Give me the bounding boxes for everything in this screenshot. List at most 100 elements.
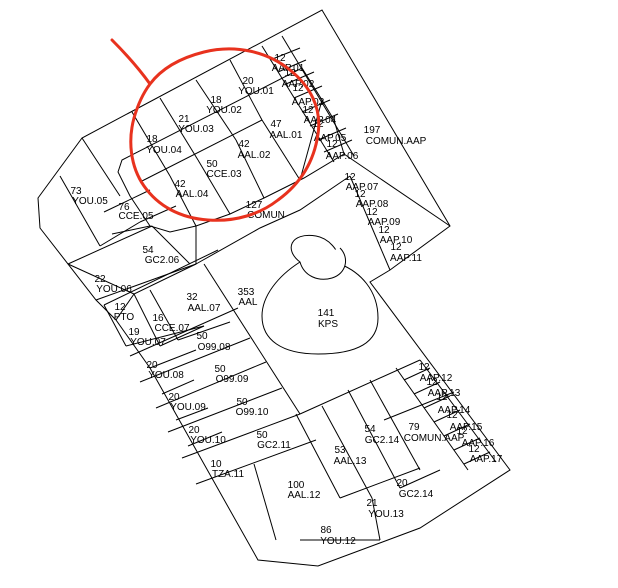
room-code-you-04: YOU.04 — [146, 145, 182, 156]
south-block-walls — [253, 359, 455, 541]
room-area-you-12: 86 — [320, 525, 332, 536]
west-wing-walls — [59, 137, 191, 295]
room-code-aal-12: AAL.12 — [288, 490, 321, 501]
red-annotation-circle — [110, 38, 321, 222]
room-area-aap-17: 12 — [468, 444, 480, 455]
room-code-aap-02: AAP.02 — [282, 79, 315, 90]
room-code-aap-09: AAP.09 — [368, 217, 401, 228]
room-area-gc2-06: 54 — [142, 245, 154, 256]
room-area-cce-03: 50 — [206, 159, 218, 170]
room-area-aap-08: 12 — [354, 189, 366, 200]
room-code-aap-12: AAP.12 — [420, 373, 453, 384]
room-area-aal-01: 47 — [270, 119, 282, 130]
room-code-aal-04: AAL.04 — [176, 189, 209, 200]
room-area-aap-16: 12 — [456, 426, 468, 437]
room-code-gc2-14: GC2.14 — [365, 435, 400, 446]
room-code-aal: AAL — [239, 297, 258, 308]
north-west-offices-walls — [131, 59, 323, 227]
room-code-aap-15: AAP.15 — [450, 422, 483, 433]
room-area-o99-10: 50 — [236, 397, 248, 408]
room-area-aap-02: 12 — [284, 68, 296, 79]
room-area-o99-09: 50 — [214, 364, 226, 375]
room-code-aap-03: AAP.03 — [292, 97, 325, 108]
room-code-o99-10: O99.10 — [236, 407, 269, 418]
room-area-you-07: 19 — [128, 327, 140, 338]
room-area-aap-06: 12 — [326, 139, 338, 150]
room-area-gc2-14-b: 20 — [396, 478, 408, 489]
courtyard-shape — [261, 234, 379, 355]
room-code-aal-01: AAL.01 — [270, 130, 303, 141]
room-code-comun-aap: COMUN.AAP — [366, 136, 427, 147]
room-code-aal-07: AAL.07 — [188, 303, 221, 314]
room-area-pto: 12 — [114, 302, 126, 313]
room-area-cce-05: 76 — [118, 202, 130, 213]
corridor-walls — [95, 67, 391, 321]
room-code-aap-14: AAP.14 — [438, 405, 471, 416]
courtyard-neck — [299, 247, 347, 280]
room-area-aal-02: 42 — [238, 139, 250, 150]
room-code-aal-13: AAL.13 — [334, 456, 367, 467]
room-area-kps: 141 — [318, 308, 335, 319]
room-code-pto: PTO — [114, 312, 135, 323]
room-area-aap-15: 12 — [446, 410, 458, 421]
room-area-gc2-11: 50 — [256, 430, 268, 441]
room-area-you-09: 20 — [168, 392, 180, 403]
room-code-cce-03: CCE.03 — [206, 169, 241, 180]
room-area-aap-07: 12 — [344, 172, 356, 183]
room-area-comun: 127 — [246, 200, 263, 211]
room-code-aap-13: AAP.13 — [428, 388, 461, 399]
room-code-gc2-06: GC2.06 — [145, 255, 180, 266]
room-area-aap-03: 12 — [292, 83, 304, 94]
room-area-aal-12: 100 — [288, 480, 305, 491]
room-code-o99-09: O99.09 — [216, 374, 249, 385]
room-area-you-06: 22 — [94, 274, 106, 285]
room-code-you-09: YOU.09 — [170, 402, 206, 413]
room-code-cce-07: CCE.07 — [154, 323, 189, 334]
room-area-you-03: 21 — [178, 114, 190, 125]
room-code-you-06: YOU.06 — [96, 284, 132, 295]
room-area-you-05: 73 — [70, 186, 82, 197]
room-code-aap-05: AAP.05 — [314, 133, 347, 144]
room-area-aap-04: 12 — [302, 105, 314, 116]
room-area-cce-07: 16 — [152, 313, 164, 324]
room-code-gc2-11: GC2.11 — [257, 440, 291, 451]
room-code-you-07: YOU.07 — [130, 337, 166, 348]
room-area-aal-07: 32 — [186, 292, 198, 303]
room-area-you-10: 20 — [188, 425, 200, 436]
room-code-comun: COMUN — [247, 210, 285, 221]
room-code-you-02: YOU.02 — [206, 105, 242, 116]
room-code-cce-05: CCE.05 — [118, 211, 153, 222]
room-code-you-12: YOU.12 — [320, 536, 356, 547]
room-code-you-03: YOU.03 — [178, 124, 214, 135]
room-area-you-02: 18 — [210, 95, 222, 106]
room-area-aal-13: 53 — [334, 445, 346, 456]
building-outline — [37, 9, 511, 567]
room-area-tza-11: 10 — [210, 459, 222, 470]
room-code-you-05: YOU.05 — [72, 196, 108, 207]
room-code-you-13: YOU.13 — [368, 509, 404, 520]
room-area-aap-14: 12 — [436, 392, 448, 403]
room-code-aap-04: AAP.04 — [304, 115, 337, 126]
room-area-o99-08: 50 — [196, 331, 208, 342]
room-area-aap-01: 12 — [274, 53, 286, 64]
room-code-kps: KPS — [318, 319, 338, 330]
room-area-aap-11: 12 — [390, 242, 402, 253]
room-area-you-08: 20 — [146, 360, 158, 371]
room-area-aap-13: 12 — [426, 377, 438, 388]
room-code-comun-aap-2: COMUN.AAP — [404, 433, 465, 444]
room-code-aap-08: AAP.08 — [356, 199, 389, 210]
room-area-comun-aap-2: 79 — [408, 422, 420, 433]
room-code-o99-08: O99.08 — [198, 342, 231, 353]
room-code-gc2-14-b: GC2.14 — [399, 489, 434, 500]
room-code-tza-11: TZA.11 — [212, 469, 244, 480]
room-code-aap-17: AAP.17 — [470, 454, 503, 465]
room-area-aal-04: 42 — [174, 179, 186, 190]
room-area-you-01: 20 — [242, 76, 254, 87]
room-code-aap-16: AAP.16 — [462, 438, 495, 449]
room-code-you-08: YOU.08 — [148, 370, 184, 381]
room-area-aap-12: 12 — [418, 362, 430, 373]
room-code-aap-06: AAP.06 — [326, 151, 359, 162]
room-area-comun-aap: 197 — [364, 125, 381, 136]
room-code-aap-07: AAP.07 — [346, 182, 379, 193]
